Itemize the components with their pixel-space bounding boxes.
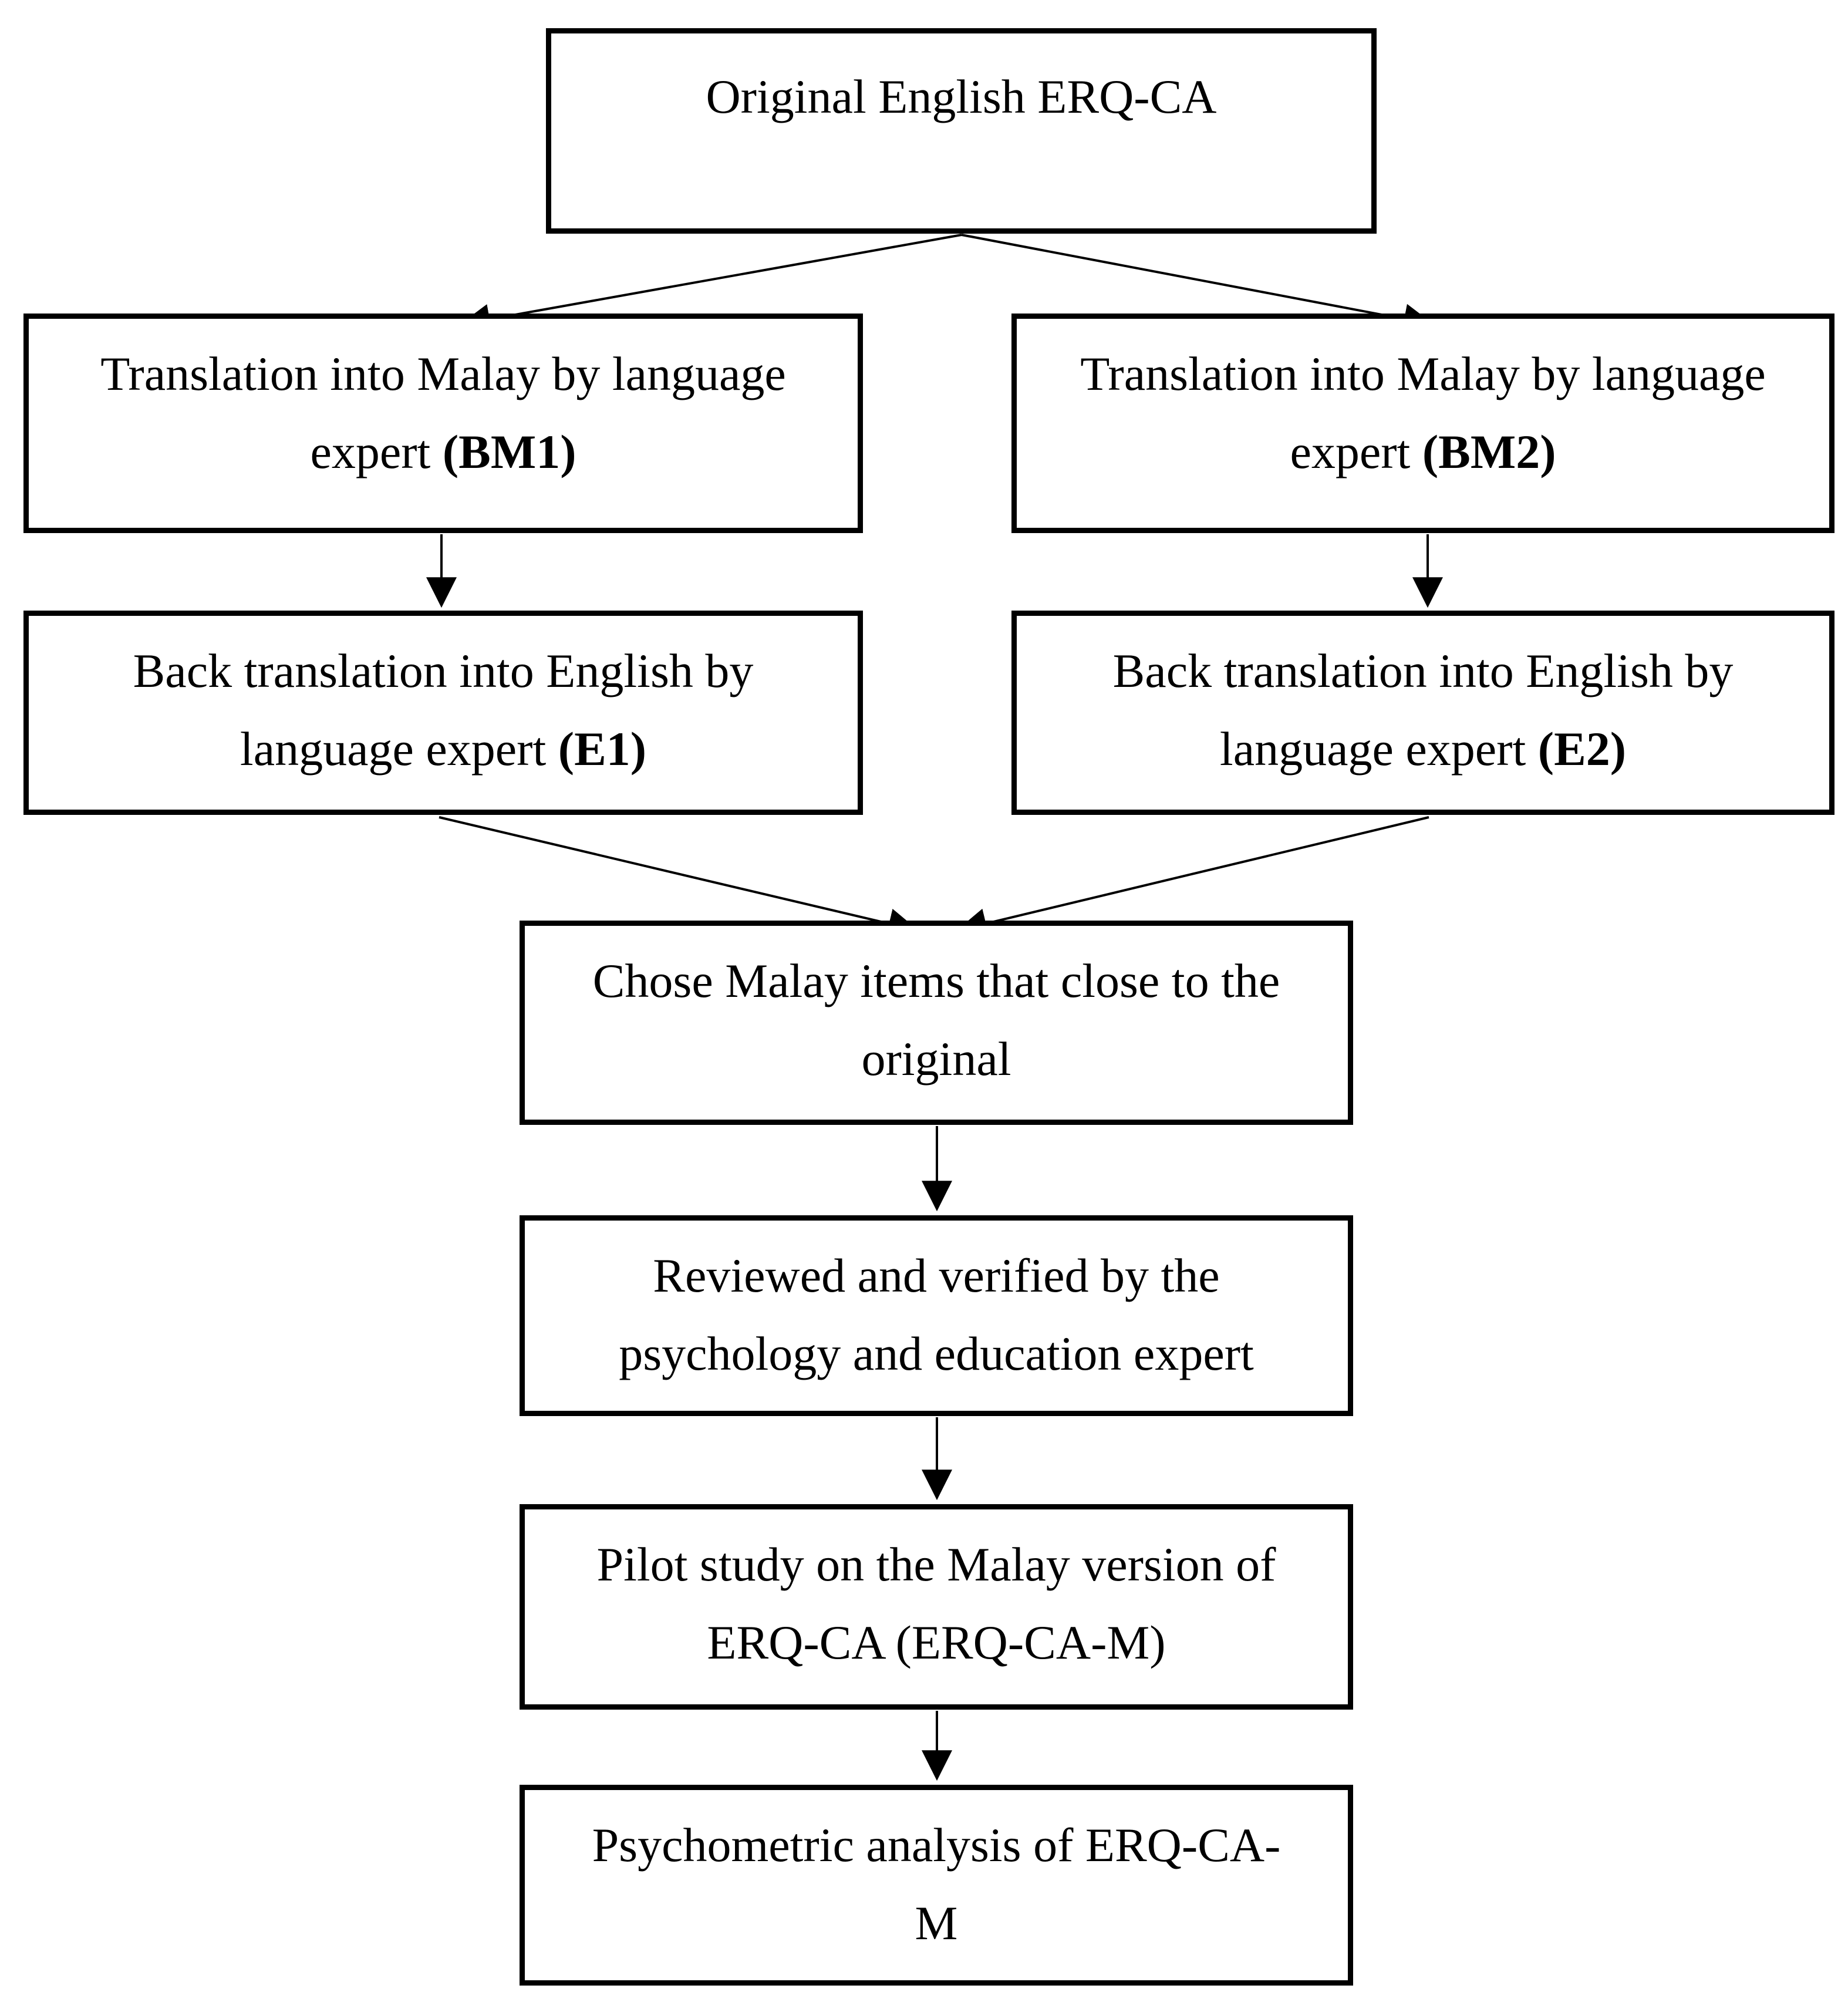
node-label-text: Back translation into English by xyxy=(1112,644,1734,697)
node-label-text: Psychometric analysis of ERQ-CA- xyxy=(592,1818,1281,1872)
node-label-line: language expert (E1) xyxy=(240,710,646,788)
flow-node-psychometric-analysis: Psychometric analysis of ERQ-CA- M xyxy=(520,1785,1353,1986)
node-label-line: Reviewed and verified by the xyxy=(653,1237,1219,1315)
node-label-bold: (E2) xyxy=(1537,722,1627,776)
node-label-line: expert (BM2) xyxy=(1290,413,1556,491)
node-label-line: Chose Malay items that close to the xyxy=(593,942,1280,1020)
node-label-text: expert xyxy=(1290,424,1422,478)
arrow-e1-to-chose xyxy=(439,816,919,939)
flow-node-original-english-erq-ca: Original English ERQ-CA xyxy=(546,28,1377,234)
node-label-line: Original English ERQ-CA xyxy=(706,58,1216,136)
node-label-line: expert (BM1) xyxy=(310,413,576,491)
node-label-line: Back translation into English by xyxy=(133,632,754,710)
node-label-text: Reviewed and verified by the xyxy=(653,1249,1220,1302)
node-label-text: expert xyxy=(310,424,443,478)
arrow-original-to-bm2 xyxy=(961,234,1435,334)
node-label-line: Translation into Malay by language xyxy=(1080,335,1766,413)
flow-node-reviewed-verified: Reviewed and verified by the psychology … xyxy=(520,1215,1353,1416)
node-label-text: Chose Malay items that close to the xyxy=(592,954,1280,1007)
node-label-bold: (BM2) xyxy=(1422,424,1556,478)
arrow-original-to-bm1 xyxy=(459,234,962,335)
node-label-line: Pilot study on the Malay version of xyxy=(596,1526,1276,1604)
arrow-e2-to-chose xyxy=(956,816,1429,939)
node-label-line: language expert (E2) xyxy=(1220,710,1626,788)
node-label-text: psychology and education expert xyxy=(619,1326,1254,1380)
flow-node-back-translation-e1: Back translation into English by languag… xyxy=(23,611,863,815)
flow-node-pilot-study: Pilot study on the Malay version of ERQ-… xyxy=(520,1504,1353,1710)
node-label-text: language expert xyxy=(1219,722,1538,776)
node-label-text: ERQ-CA (ERQ-CA-M) xyxy=(707,1615,1166,1669)
node-label-text: Back translation into English by xyxy=(133,644,754,697)
flow-node-translation-bm2: Translation into Malay by language exper… xyxy=(1011,314,1834,533)
node-label-bold: (E1) xyxy=(558,722,647,776)
node-label-line: psychology and education expert xyxy=(619,1315,1254,1393)
node-label-text: Pilot study on the Malay version of xyxy=(596,1538,1276,1591)
flow-node-back-translation-e2: Back translation into English by languag… xyxy=(1011,611,1834,815)
node-label-text: original xyxy=(861,1032,1011,1086)
flow-node-translation-bm1: Translation into Malay by language exper… xyxy=(23,314,863,533)
node-label-text: Original English ERQ-CA xyxy=(706,70,1217,123)
node-label-bold: (BM1) xyxy=(442,424,576,478)
node-label-text: Translation into Malay by language xyxy=(100,347,786,400)
node-label-line: original xyxy=(861,1020,1011,1098)
node-label-text: Translation into Malay by language xyxy=(1080,347,1766,400)
node-label-line: Back translation into English by xyxy=(1113,632,1734,710)
node-label-text: M xyxy=(915,1896,958,1950)
node-label-line: M xyxy=(915,1885,958,1963)
node-label-line: ERQ-CA (ERQ-CA-M) xyxy=(707,1604,1165,1682)
node-label-text: language expert xyxy=(240,722,558,776)
node-label-line: Psychometric analysis of ERQ-CA- xyxy=(592,1806,1281,1885)
flow-node-chose-malay-items: Chose Malay items that close to the orig… xyxy=(520,921,1353,1125)
node-label-line: Translation into Malay by language xyxy=(100,335,786,413)
